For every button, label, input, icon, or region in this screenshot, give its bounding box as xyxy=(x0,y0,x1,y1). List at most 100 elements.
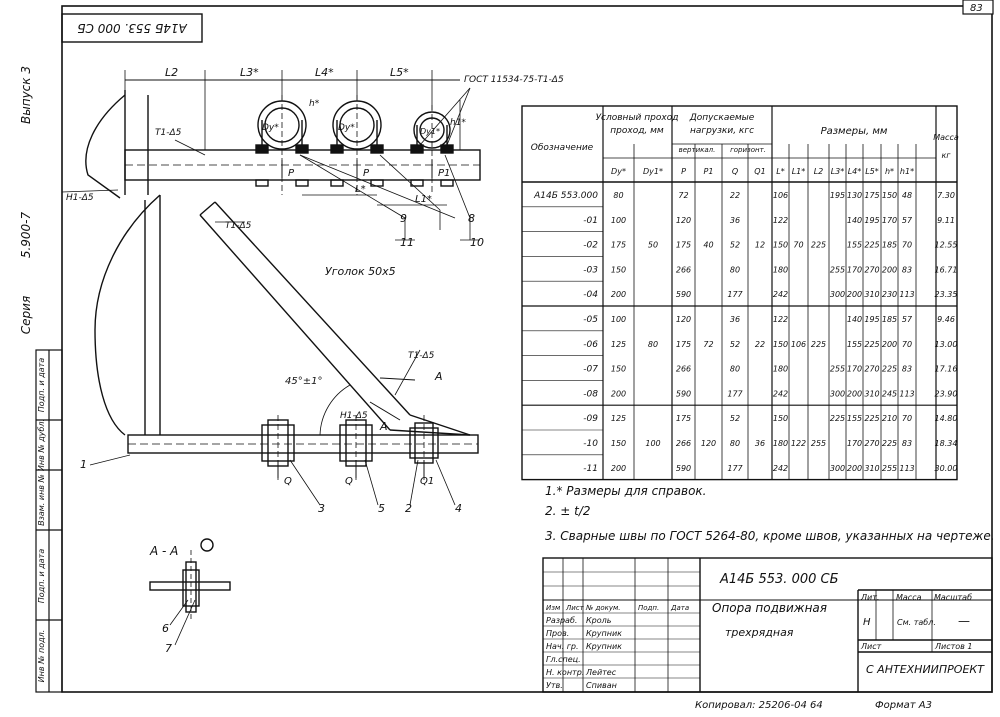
cell-l: 180 xyxy=(773,439,788,448)
cell-l5: 310 xyxy=(864,290,879,299)
section-mark-2: А xyxy=(379,420,388,433)
col-dy1: Dу1* xyxy=(643,167,663,176)
copied-note: Копировал: 25206-04 64 xyxy=(695,700,823,711)
cell-h: 200 xyxy=(882,340,897,349)
dim-l3: L3* xyxy=(240,66,259,79)
dy-label-3: Dу1* xyxy=(420,127,440,136)
cell-l3: 195 xyxy=(830,191,845,200)
row-designation: -05 xyxy=(583,315,598,325)
cell-q: 36 xyxy=(730,315,740,324)
col-l: L* xyxy=(776,167,784,176)
callout-7: 7 xyxy=(165,642,172,655)
cell-l3: 225 xyxy=(830,414,845,423)
cell-l1: 122 xyxy=(791,439,806,448)
margin-code: 5.900-7 xyxy=(19,211,33,258)
dim-h1: h1* xyxy=(450,118,466,128)
load-p-2: P xyxy=(363,168,370,179)
row-designation: -11 xyxy=(583,464,598,474)
row-designation: -07 xyxy=(583,365,598,375)
side-strip xyxy=(35,349,63,693)
stamp-code: А14Б 553. 000 СБ xyxy=(77,21,187,35)
cell-l3: 255 xyxy=(830,265,845,274)
cell-q: 52 xyxy=(730,340,740,349)
title-block xyxy=(542,557,993,693)
role-label: Разраб. xyxy=(546,616,577,625)
side-strip-1: Инв № подл. xyxy=(37,630,46,683)
cell-p: 72 xyxy=(678,191,688,200)
cell-l5: 310 xyxy=(864,389,879,398)
cell-l4: 170 xyxy=(847,265,862,274)
cell-l5: 225 xyxy=(864,340,879,349)
callout-5: 5 xyxy=(378,502,385,515)
cell-l: 122 xyxy=(773,315,788,324)
cell-l5: 270 xyxy=(864,439,879,448)
role-label: Н. контр. xyxy=(546,668,584,677)
cell-p: 120 xyxy=(676,216,691,225)
col-l4: L4* xyxy=(848,167,862,176)
cell-l: 150 xyxy=(773,340,788,349)
cell-dy: 200 xyxy=(611,389,626,398)
cell-l5: 175 xyxy=(864,191,879,200)
cell-mass: 14.80 xyxy=(935,414,958,423)
cell-h1: 70 xyxy=(902,414,912,423)
col-p: P xyxy=(681,167,686,176)
col-bore-unit: проход, мм xyxy=(610,126,664,136)
margin-issue: Выпуск 3 xyxy=(19,66,33,124)
role-person: Кроль xyxy=(586,616,612,625)
cell-l4: 140 xyxy=(847,315,862,324)
role-label: Нач. гр. xyxy=(546,642,579,651)
cell-dy1: 50 xyxy=(648,241,658,250)
cell-l4: 130 xyxy=(847,191,862,200)
role-person: Спиван xyxy=(586,681,617,690)
role-header: Изм xyxy=(546,604,561,612)
cell-h: 185 xyxy=(882,315,897,324)
load-q-2: Q xyxy=(345,476,353,487)
cell-l2: 225 xyxy=(811,241,826,250)
role-header: № докум. xyxy=(585,604,621,612)
cell-q: 80 xyxy=(730,439,740,448)
cell-dy: 100 xyxy=(611,216,626,225)
title-code: А14Б 553. 000 СБ xyxy=(719,572,839,587)
role-person: Крупник xyxy=(586,629,622,638)
cell-p: 266 xyxy=(676,365,691,374)
cell-mass: 9.11 xyxy=(937,216,955,225)
cell-p: 590 xyxy=(676,290,691,299)
cell-dy: 200 xyxy=(611,290,626,299)
angle-spec: 45°±1° xyxy=(285,376,322,387)
cell-h: 150 xyxy=(882,191,897,200)
cell-l: 242 xyxy=(773,464,788,473)
role-person: Крупник xyxy=(586,642,622,651)
cell-p: 120 xyxy=(676,315,691,324)
cell-l4: 155 xyxy=(847,241,862,250)
cell-q: 80 xyxy=(730,365,740,374)
cell-l4: 170 xyxy=(847,439,862,448)
role-header: Дата xyxy=(670,604,689,612)
side-strip-3: Взам. инв № xyxy=(37,474,46,526)
cell-l4: 200 xyxy=(847,290,862,299)
cell-l5: 270 xyxy=(864,265,879,274)
col-loads: Допускаемые xyxy=(689,113,755,123)
cell-dy: 150 xyxy=(611,439,626,448)
cell-q: 22 xyxy=(730,191,740,200)
cell-l4: 155 xyxy=(847,414,862,423)
side-strip-4: Инв № дубл. xyxy=(37,419,46,471)
callout-11: 11 xyxy=(400,236,414,249)
cell-dy1: 100 xyxy=(645,439,660,448)
callout-1: 1 xyxy=(80,458,87,471)
sheet-label: Лист xyxy=(860,642,882,651)
cell-p1: 40 xyxy=(703,241,713,250)
note-2: 2. ± t/2 xyxy=(545,504,591,518)
cell-l: 150 xyxy=(773,241,788,250)
cell-dy: 150 xyxy=(611,265,626,274)
format-note: Формат А3 xyxy=(875,700,932,711)
role-header: Лист xyxy=(565,604,585,612)
cell-q: 177 xyxy=(727,389,743,398)
role-label: Пров. xyxy=(546,629,569,638)
callout-2: 2 xyxy=(405,502,412,515)
cell-l3: 255 xyxy=(830,365,845,374)
title-name-1: Опора подвижная xyxy=(712,601,827,615)
cell-l: 180 xyxy=(773,265,788,274)
gost-note: ГОСТ 11534-75-Т1-Δ5 xyxy=(464,75,564,85)
col-vertical: вертикал. xyxy=(679,146,716,154)
cell-dy: 125 xyxy=(611,340,626,349)
